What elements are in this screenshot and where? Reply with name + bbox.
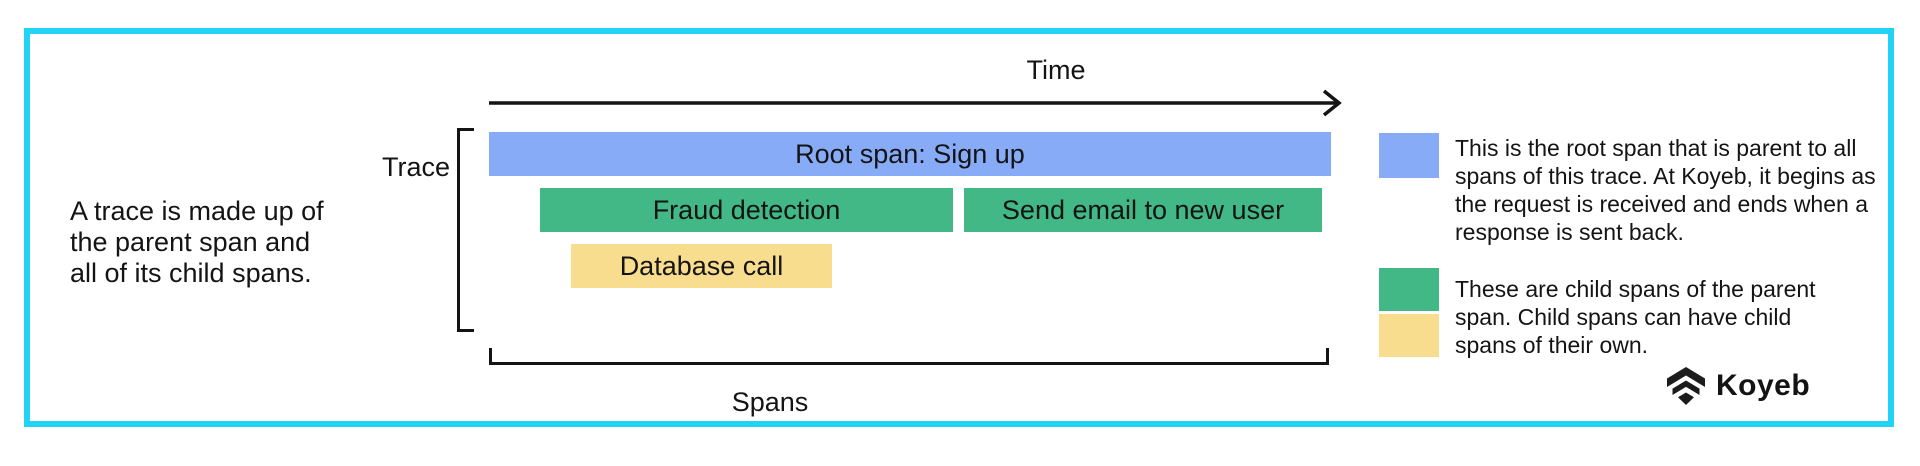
root-span-bar: Root span: Sign up bbox=[489, 132, 1331, 176]
root-span-label: Root span: Sign up bbox=[795, 138, 1025, 169]
spans-bracket bbox=[489, 348, 1329, 365]
trace-bracket bbox=[457, 128, 474, 332]
root-span-legend-text: This is the root span that is parent to … bbox=[1455, 135, 1876, 245]
trace-description-text: A trace is made up of the parent span an… bbox=[70, 196, 324, 288]
koyeb-branding: Koyeb bbox=[1666, 366, 1810, 406]
fraud-detection-span-label: Fraud detection bbox=[652, 194, 841, 225]
time-arrow-icon bbox=[489, 89, 1342, 117]
database-call-span-bar: Database call bbox=[571, 244, 832, 288]
koyeb-logo-icon bbox=[1667, 367, 1705, 405]
child-span-legend-text: These are child spans of the parent span… bbox=[1455, 276, 1816, 358]
spans-bracket-label: Spans bbox=[731, 387, 809, 417]
fraud-detection-span-bar: Fraud detection bbox=[540, 188, 953, 232]
send-email-span-label: Send email to new user bbox=[1001, 194, 1285, 225]
child-span-legend-swatch-yellow bbox=[1379, 314, 1439, 357]
diagram-frame bbox=[24, 28, 1894, 427]
koyeb-wordmark: Koyeb bbox=[1716, 369, 1811, 402]
trace-bracket-label: Trace bbox=[381, 152, 450, 182]
child-span-legend-swatch-green bbox=[1379, 268, 1439, 311]
send-email-span-bar: Send email to new user bbox=[964, 188, 1322, 232]
time-axis-label: Time bbox=[1026, 55, 1086, 85]
database-call-span-label: Database call bbox=[619, 250, 784, 281]
root-span-legend-swatch bbox=[1379, 133, 1439, 178]
